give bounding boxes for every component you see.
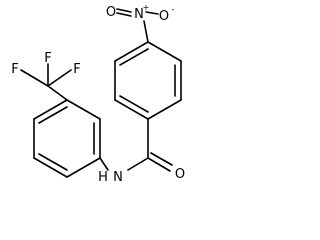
- atom-f-top: F: [44, 51, 51, 66]
- amide-bonds: [99, 118, 173, 172]
- bond-c-f-right: [47, 69, 72, 87]
- bond-carbonyl-n: [127, 157, 149, 171]
- ring2-bond-5-inner: [38, 153, 68, 171]
- bond-nitro-n-o-top: [145, 11, 159, 15]
- nitro-group-bonds: [116, 8, 159, 43]
- ring2-bond-3: [33, 99, 68, 120]
- atom-labels: N + O - O O N H F F F: [11, 3, 185, 185]
- ring2-bond-2: [66, 99, 101, 120]
- atom-nitro-o-top: O: [159, 9, 169, 24]
- atom-amide-h: H: [98, 170, 108, 185]
- ring2-bond-6: [66, 157, 101, 178]
- ring1-bond-4-inner: [119, 95, 149, 113]
- ring1-bond-1: [147, 41, 182, 62]
- bond-n-aryl: [99, 157, 109, 171]
- cf3-bonds: [20, 63, 72, 101]
- atom-amide-n: N: [113, 170, 123, 185]
- benzoyl-ring: [114, 41, 182, 120]
- bond-nitro-n-ring: [143, 20, 149, 43]
- atom-nitro-o-left: O: [106, 5, 116, 20]
- atom-nitro-n: N: [134, 7, 144, 22]
- atom-f-left: F: [11, 62, 18, 77]
- charge-nitro-n: +: [143, 3, 150, 12]
- bond-nitro-n-o-left-a: [116, 8, 132, 13]
- atom-f-right: F: [73, 62, 80, 77]
- bond-c-f-left: [20, 69, 49, 87]
- ring1-bond-6-inner: [119, 48, 149, 66]
- atom-amide-o: O: [175, 167, 185, 182]
- charge-nitro-o: -: [172, 5, 175, 14]
- bond-ring-cf3: [47, 85, 68, 101]
- aniline-ring: [33, 99, 101, 178]
- bond-carbonyl-o-a: [147, 157, 171, 172]
- ring1-bond-6: [114, 41, 149, 62]
- bond-carbonyl-o-b: [150, 152, 173, 166]
- bond-nitro-n-o-left-b: [116, 12, 132, 17]
- ring1-bond-3: [147, 99, 182, 120]
- ring2-bond-3-inner: [38, 106, 68, 124]
- ring2-bond-5: [33, 157, 68, 178]
- chemical-structure: N + O - O O N H F F F: [11, 3, 185, 185]
- ring1-bond-4: [114, 99, 149, 120]
